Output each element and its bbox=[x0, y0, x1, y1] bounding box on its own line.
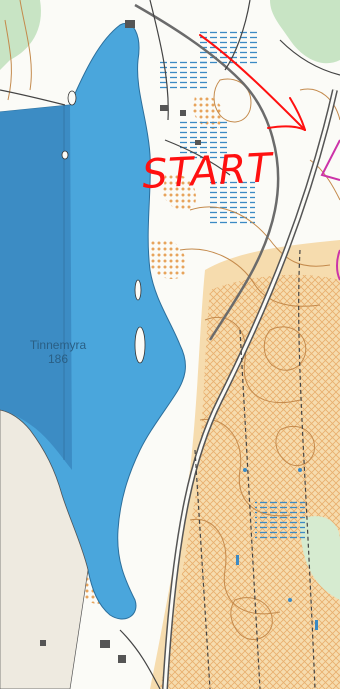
lake-deep-area bbox=[0, 105, 72, 470]
buildings bbox=[40, 20, 201, 663]
railway bbox=[162, 89, 338, 689]
marsh-area bbox=[210, 180, 255, 225]
lake-name: Tinnemyra bbox=[29, 338, 87, 352]
island bbox=[61, 150, 69, 160]
vegetation-patch bbox=[270, 0, 340, 64]
lake-elevation: 186 bbox=[47, 352, 69, 366]
rough-open-area bbox=[160, 274, 340, 689]
water-features bbox=[236, 468, 318, 630]
marsh-area bbox=[180, 120, 230, 160]
lake-label: Tinnemyra 186 bbox=[18, 338, 98, 366]
island bbox=[67, 90, 77, 106]
shore-land bbox=[0, 409, 89, 689]
main-road bbox=[134, 3, 280, 341]
dotted-open-patch bbox=[148, 239, 186, 279]
dotted-open-patch bbox=[163, 174, 196, 211]
marsh-area bbox=[160, 60, 210, 90]
vegetation-patch bbox=[300, 516, 340, 600]
marsh-area bbox=[255, 500, 305, 540]
start-annotation-arrow bbox=[199, 34, 306, 131]
island bbox=[134, 326, 146, 364]
course-start-triangle bbox=[320, 139, 340, 281]
start-annotation-text: START bbox=[141, 145, 277, 198]
island bbox=[134, 279, 142, 301]
